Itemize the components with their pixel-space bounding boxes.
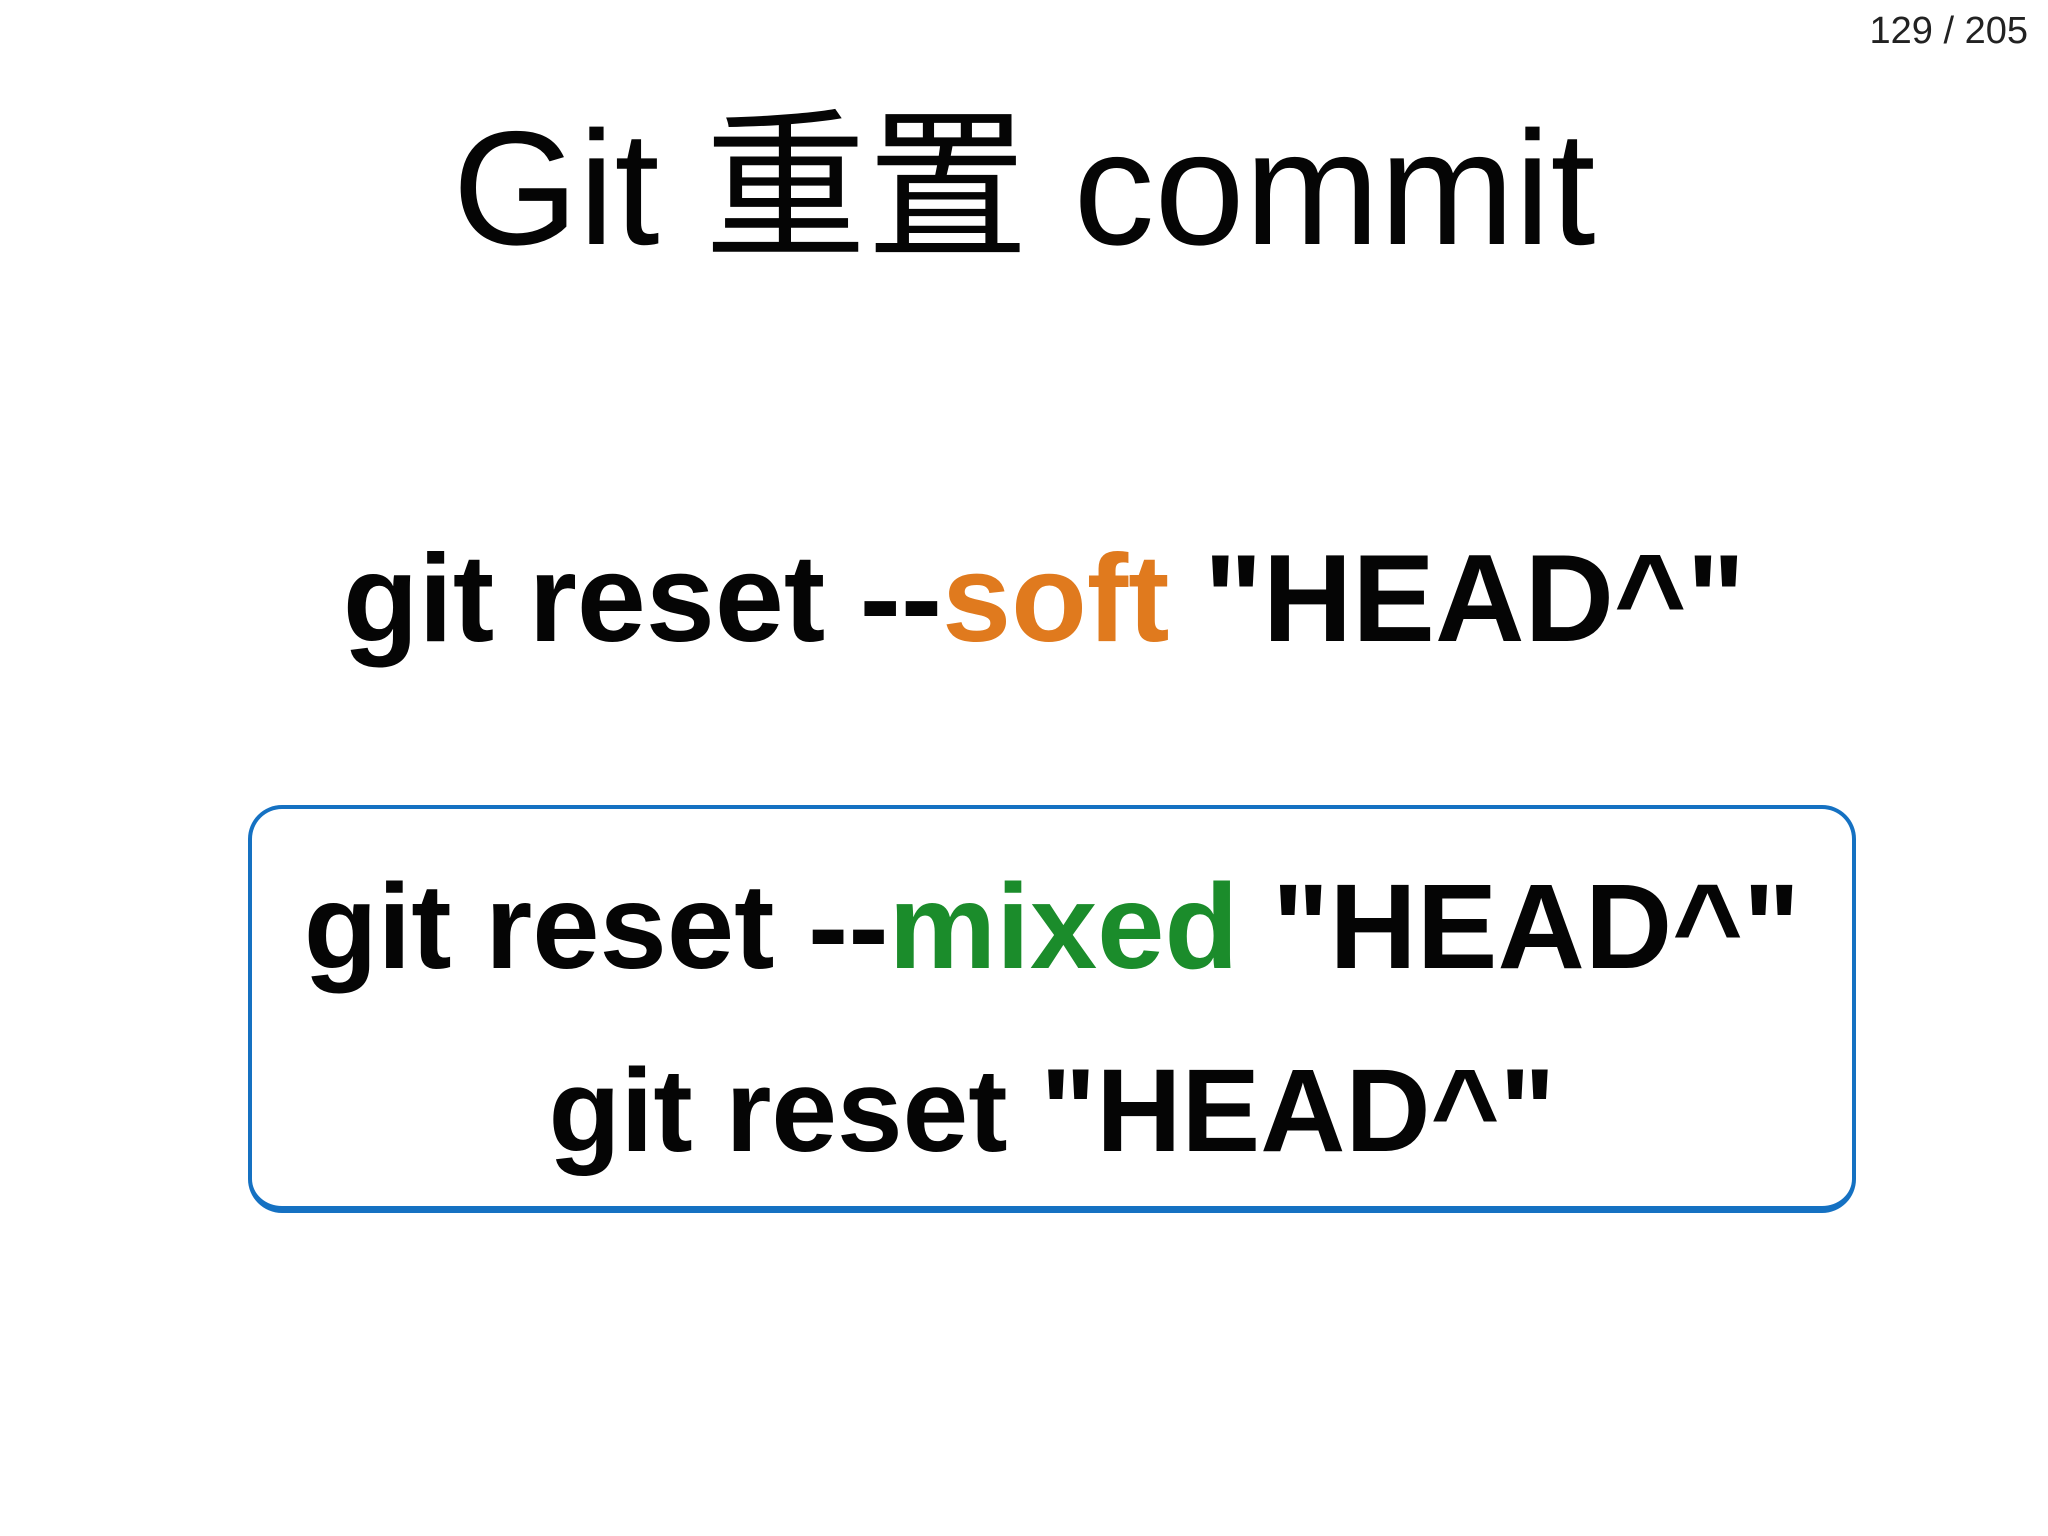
command-default: git reset "HEAD^" — [548, 1045, 1556, 1178]
command-soft-prefix: git reset -- — [342, 530, 943, 668]
command-mixed-suffix: "HEAD^" — [1238, 858, 1801, 995]
command-soft-flag: soft — [942, 530, 1170, 668]
command-soft: git reset --soft "HEAD^" — [44, 528, 2044, 671]
slide-title: Git 重置 commit — [452, 98, 1596, 279]
page-indicator: 129 / 205 — [1869, 10, 2028, 52]
command-mixed-prefix: git reset -- — [303, 858, 889, 995]
command-soft-suffix: "HEAD^" — [1169, 530, 1746, 668]
command-mixed-flag: mixed — [888, 858, 1239, 995]
command-mixed: git reset --mixed "HEAD^" — [304, 857, 1801, 996]
highlight-box: git reset --mixed "HEAD^" git reset "HEA… — [248, 805, 1856, 1213]
